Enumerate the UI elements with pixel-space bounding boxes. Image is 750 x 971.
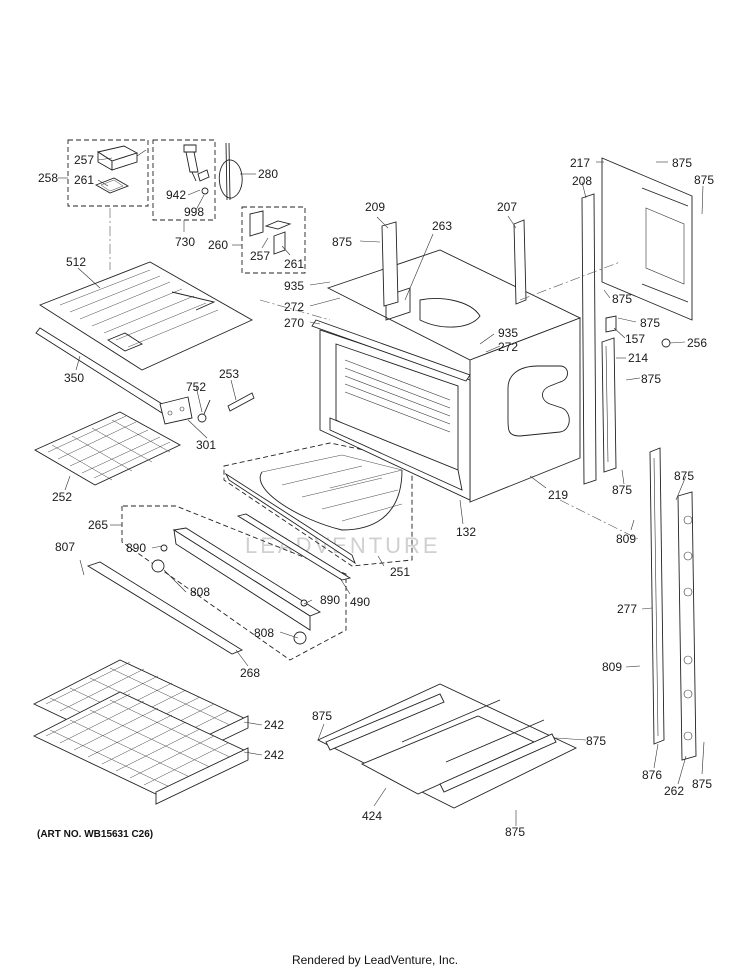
callout-157: 157 xyxy=(625,332,645,346)
callout-875-g: 875 xyxy=(612,483,632,497)
top-panel-512 xyxy=(39,261,253,371)
screw-752 xyxy=(197,399,211,423)
callout-257: 257 xyxy=(74,153,94,167)
callout-935: 935 xyxy=(284,279,304,293)
callout-807: 807 xyxy=(55,540,75,554)
kit-box-260 xyxy=(241,206,306,274)
callout-262: 262 xyxy=(664,784,684,798)
broil-element-252 xyxy=(34,411,181,486)
rack-kit-265 xyxy=(121,505,347,661)
callout-875-e: 875 xyxy=(640,316,660,330)
callout-209: 209 xyxy=(365,200,385,214)
callout-251: 251 xyxy=(390,565,410,579)
callout-265: 265 xyxy=(88,518,108,532)
callout-935b: 935 xyxy=(498,326,518,340)
kit-box-730 xyxy=(152,139,216,221)
callout-270: 270 xyxy=(284,316,304,330)
callout-875-l: 875 xyxy=(505,825,525,839)
leader-lines xyxy=(58,157,705,826)
callout-809: 809 xyxy=(616,532,636,546)
callout-890b: 890 xyxy=(320,593,340,607)
callout-272: 272 xyxy=(284,300,304,314)
callout-875-k: 875 xyxy=(586,734,606,748)
callout-257b: 257 xyxy=(250,249,270,263)
callout-261b: 261 xyxy=(284,257,304,271)
front-trim-490 xyxy=(236,513,352,581)
callout-301: 301 xyxy=(196,438,216,452)
callout-490: 490 xyxy=(350,595,370,609)
callout-252: 252 xyxy=(52,490,72,504)
callout-263: 263 xyxy=(432,219,452,233)
oven-cavity xyxy=(311,249,582,503)
callout-875-f: 875 xyxy=(641,372,661,386)
callout-512: 512 xyxy=(66,255,86,269)
callout-208: 208 xyxy=(572,174,592,188)
callout-labels: 257 258 261 942 998 730 280 260 257 261 … xyxy=(38,153,714,839)
rail-807-268 xyxy=(86,561,243,655)
callout-261: 261 xyxy=(74,173,94,187)
kit-box-258 xyxy=(67,139,149,207)
callout-875-b: 875 xyxy=(672,156,692,170)
callout-809b: 809 xyxy=(602,660,622,674)
channel-207 xyxy=(513,219,527,305)
callout-942: 942 xyxy=(166,188,186,202)
callout-875-i: 875 xyxy=(692,777,712,791)
callout-242: 242 xyxy=(264,718,284,732)
trim-209 xyxy=(381,221,399,307)
callout-876: 876 xyxy=(642,768,662,782)
callout-875-h: 875 xyxy=(674,469,694,483)
callout-280: 280 xyxy=(258,167,278,181)
callout-875-c: 875 xyxy=(694,173,714,187)
callout-268: 268 xyxy=(240,666,260,680)
callout-260: 260 xyxy=(208,238,228,252)
callout-890: 890 xyxy=(126,541,146,555)
side-trim-262 xyxy=(677,491,697,761)
nut-256 xyxy=(661,338,671,348)
callout-875-d: 875 xyxy=(612,292,632,306)
callout-242b: 242 xyxy=(264,748,284,762)
bracket-301 xyxy=(159,396,193,425)
hinge-157 xyxy=(605,315,617,333)
clip-253 xyxy=(227,392,255,412)
callout-258: 258 xyxy=(38,171,58,185)
channel-208 xyxy=(581,193,597,485)
callout-808b: 808 xyxy=(254,626,274,640)
callout-350: 350 xyxy=(64,371,84,385)
callout-219: 219 xyxy=(548,488,568,502)
footer-credit: Rendered by LeadVenture, Inc. xyxy=(291,953,459,967)
callout-256: 256 xyxy=(687,336,707,350)
bottom-pan-424 xyxy=(316,683,578,809)
callout-808: 808 xyxy=(190,585,210,599)
callout-998: 998 xyxy=(184,205,204,219)
temp-probe-280 xyxy=(218,142,243,201)
callout-272b: 272 xyxy=(498,340,518,354)
callout-214: 214 xyxy=(628,351,648,365)
callout-277: 277 xyxy=(617,602,637,616)
callout-752: 752 xyxy=(186,380,206,394)
side-panel-217 xyxy=(601,157,693,321)
art-number: (ART NO. WB15631 C26) xyxy=(37,829,154,840)
callout-132: 132 xyxy=(456,525,476,539)
callout-424: 424 xyxy=(362,809,382,823)
oven-rack-lower xyxy=(32,691,250,805)
side-trim-277 xyxy=(649,447,665,745)
callout-875-a: 875 xyxy=(332,235,352,249)
callout-875-j: 875 xyxy=(312,709,332,723)
bake-element-kit-251 xyxy=(223,442,413,567)
callout-253: 253 xyxy=(219,367,239,381)
callout-730: 730 xyxy=(175,235,195,249)
callout-207: 207 xyxy=(497,200,517,214)
callout-217: 217 xyxy=(570,156,590,170)
bracket-214 xyxy=(601,337,617,473)
